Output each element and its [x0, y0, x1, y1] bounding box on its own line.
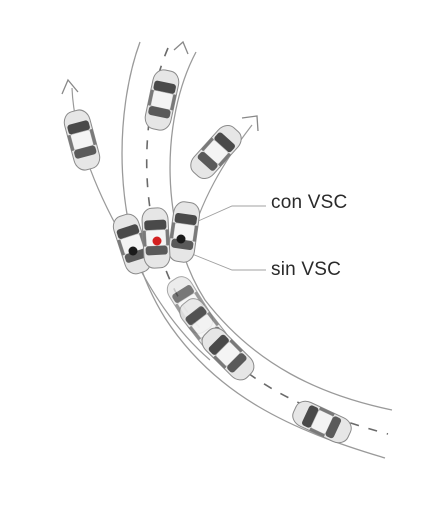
arrow-right: [241, 115, 259, 132]
marker-black-right: [176, 234, 186, 244]
road-inner-edge: [169, 51, 393, 411]
car-lower-main: [197, 323, 259, 385]
marker-black-left: [128, 246, 138, 256]
label-con-vsc: con VSC: [271, 192, 348, 213]
leader-con-vsc: [195, 205, 266, 223]
label-sin-vsc: sin VSC: [271, 259, 342, 280]
marker-red-center: [152, 236, 162, 246]
road-outer-edge: [121, 41, 386, 459]
arrow-top: [173, 40, 189, 55]
car-right-upper: [185, 120, 247, 184]
leader-sin-vsc: [191, 253, 266, 271]
car-left-upper: [61, 107, 103, 173]
car-top-road: [142, 67, 182, 133]
car-cluster-right: [166, 199, 202, 265]
arrow-left: [61, 78, 79, 95]
car-bottom-right: [288, 397, 356, 447]
